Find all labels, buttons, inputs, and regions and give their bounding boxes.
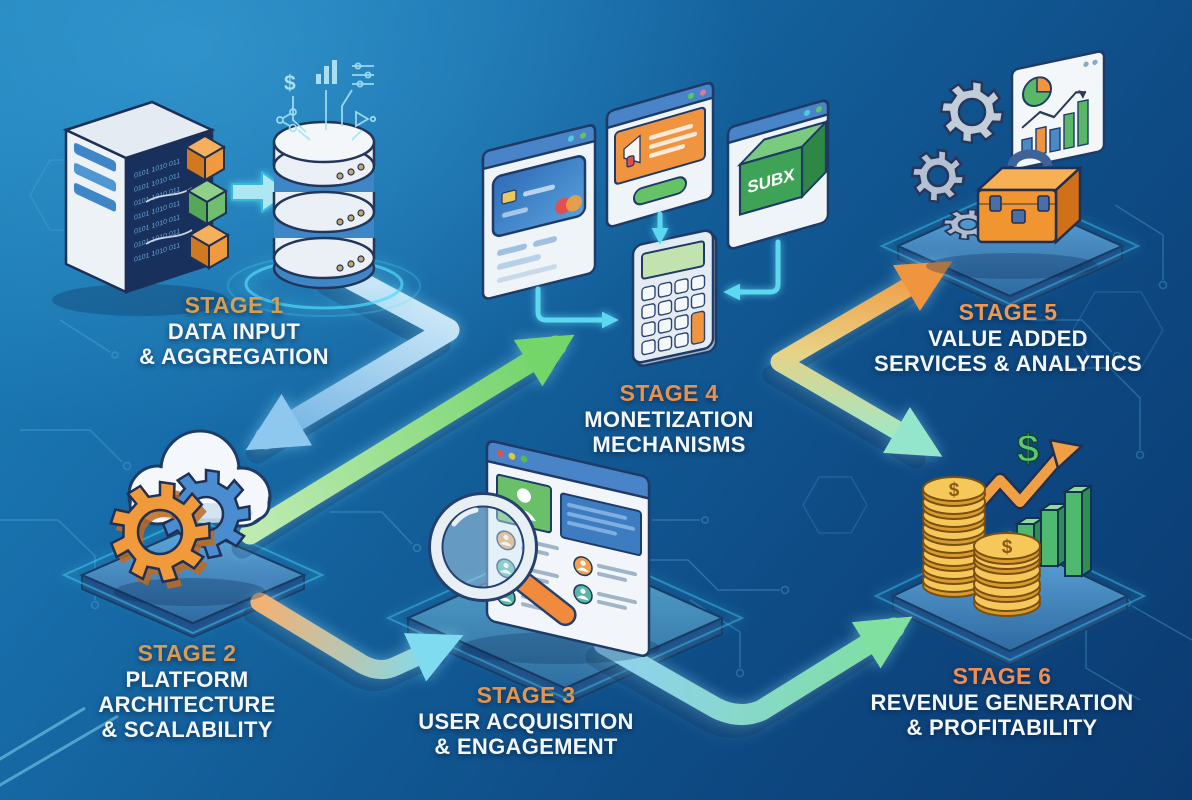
megaphone-icon [623, 134, 641, 168]
stage-4-number: STAGE 4 [619, 380, 719, 406]
credit-card-window-icon [481, 124, 597, 300]
server-led-bars [74, 143, 116, 212]
ad-banner [614, 106, 706, 185]
dollar-growth-icon: $ [1017, 427, 1039, 471]
dollar-icon: $ [284, 72, 296, 95]
stage-3-label: STAGE 3 USER ACQUISITION & ENGAGEMENT [386, 682, 666, 760]
calculator-keys [641, 274, 706, 356]
circuit-traces [0, 204, 1192, 701]
database-band-middle [272, 190, 376, 234]
stage-2-art [109, 429, 272, 606]
toolbox-handle [1007, 149, 1053, 168]
coin-stacks-icon: $ $ [922, 476, 1041, 617]
stage-1-art: 0101 1010 011 0101 1010 011 0101 1010 01… [52, 60, 421, 317]
stage-2-title-line: PLATFORM [125, 667, 249, 692]
stage-6-label: STAGE 6 REVENUE GENERATION & PROFITABILI… [862, 663, 1142, 741]
play-icon [355, 110, 377, 128]
stage-2-title-line: ARCHITECTURE [98, 692, 276, 717]
arrow-stage2-to-stage4 [239, 334, 575, 545]
arrow-stage3-to-stage6 [593, 616, 913, 725]
stage-3-art [428, 440, 660, 664]
gear-middle [910, 148, 966, 204]
stage-4-title-line: MECHANISMS [592, 432, 746, 457]
stage-1-title-line: & AGGREGATION [139, 344, 329, 369]
stage-6-title-line: REVENUE GENERATION [870, 690, 1134, 715]
coin-stack-short: $ [973, 532, 1041, 617]
stage-2-label: STAGE 2 PLATFORM ARCHITECTURE & SCALABIL… [47, 640, 327, 743]
stage-6-number: STAGE 6 [952, 663, 1052, 689]
stage-2-number: STAGE 2 [137, 640, 237, 666]
bar-chart-icon [316, 60, 337, 84]
gears-shadow [114, 578, 266, 606]
magnifier-icon [428, 492, 577, 627]
stage-5-title-line: VALUE ADDED [928, 326, 1088, 351]
info-panel [560, 492, 642, 556]
stage-3-number: STAGE 3 [476, 682, 576, 708]
stage-5-title-line: SERVICES & ANALYTICS [873, 351, 1143, 376]
credit-card [491, 155, 587, 238]
stage-1-label: STAGE 1 DATA INPUT & AGGREGATION [94, 292, 374, 370]
ad-window-icon [605, 81, 715, 228]
window-dot-yellow [508, 452, 516, 460]
stage-1-title-line: DATA INPUT [167, 319, 301, 344]
connector-subx-to-calculator [723, 239, 781, 301]
stage-5-number: STAGE 5 [958, 299, 1058, 325]
cta-button [633, 176, 687, 206]
arrow-split-to-stage5-and-6 [770, 261, 953, 457]
window-dot-red [496, 450, 504, 457]
database-icon [272, 120, 376, 290]
subscription-box-window-icon: SUBX [726, 99, 830, 250]
monetization-connectors [535, 211, 781, 329]
toolbox-shadow [926, 253, 1098, 279]
window-title-bar [485, 440, 651, 500]
window-dot-green [520, 455, 528, 463]
connector-card-to-calculator [535, 286, 619, 329]
stage-2-title-line: & SCALABILITY [101, 717, 273, 742]
server-shadow [52, 284, 228, 316]
gear-orange-icon [109, 480, 211, 584]
database-band-bottom [272, 236, 376, 280]
coin-stack-tall: $ [922, 476, 986, 598]
stage-1-number: STAGE 1 [184, 292, 284, 318]
arrow-stage1-to-stage2 [245, 258, 460, 451]
stage-3-title-line: USER ACQUISITION [418, 709, 634, 734]
network-node-icon [276, 108, 298, 133]
stage-4-art: SUBX [481, 81, 830, 367]
stage-6-title-line: & PROFITABILITY [906, 715, 1098, 740]
data-stream-icons: $ [276, 60, 377, 141]
calculator-icon [631, 229, 718, 367]
sliders-icon [352, 62, 374, 88]
toolbox-icon [974, 149, 1084, 245]
calculator-orange-key [690, 310, 706, 345]
stage-5-art [910, 50, 1106, 279]
arrow-stage2-to-stage3 [250, 592, 464, 682]
svg-text:$: $ [949, 480, 960, 501]
calculator-display [641, 240, 705, 280]
subscription-box: SUBX [736, 119, 830, 216]
data-cubes-icon [184, 134, 230, 270]
pie-chart-icon [1022, 76, 1052, 108]
stage-4-label: STAGE 4 MONETIZATION MECHANISMS [529, 380, 809, 458]
stage-4-title-line: MONETIZATION [584, 407, 754, 432]
stage-3-title-line: & ENGAGEMENT [434, 734, 618, 759]
corner-glow-lines [0, 706, 119, 787]
stage-5-label: STAGE 5 VALUE ADDED SERVICES & ANALYTICS [868, 299, 1148, 377]
gear-top [939, 79, 1005, 145]
svg-text:$: $ [1002, 537, 1013, 558]
stage-6-art: $ $ $ [922, 426, 1095, 617]
